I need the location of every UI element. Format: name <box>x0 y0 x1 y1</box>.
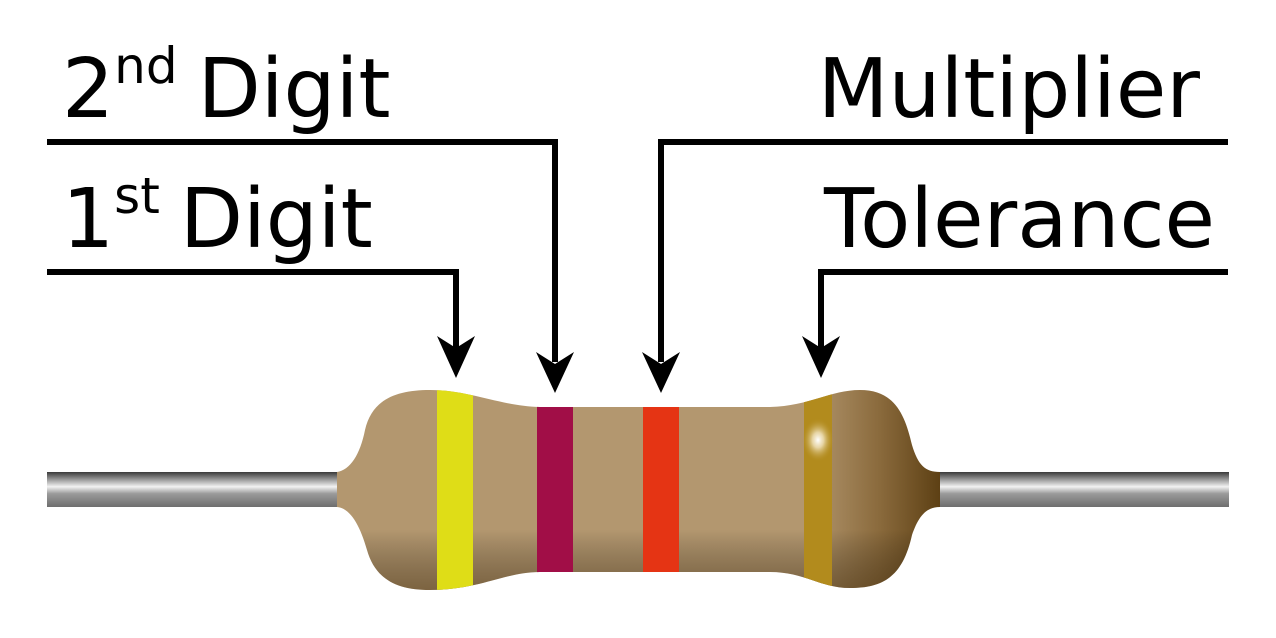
right-lead <box>925 472 1229 507</box>
leader-lines <box>47 139 1228 362</box>
left-lead <box>47 472 347 507</box>
band-multiplier <box>643 390 679 590</box>
band-tolerance <box>804 390 832 590</box>
label-tolerance: Tolerance <box>823 172 1215 267</box>
band-second-digit <box>537 390 573 590</box>
leader-second-digit <box>47 139 558 362</box>
arrowheads <box>437 336 840 393</box>
leader-tolerance <box>818 269 1228 350</box>
arrow-multiplier <box>642 352 680 393</box>
arrow-first-digit <box>437 336 475 378</box>
band-first-digit <box>437 390 473 590</box>
label-multiplier: Multiplier <box>818 42 1201 137</box>
leader-first-digit <box>47 269 459 350</box>
tolerance-band-highlight <box>802 418 834 462</box>
arrow-second-digit <box>536 352 574 393</box>
arrow-tolerance <box>802 336 840 378</box>
resistor-body <box>337 390 940 590</box>
leader-multiplier <box>658 139 1228 362</box>
